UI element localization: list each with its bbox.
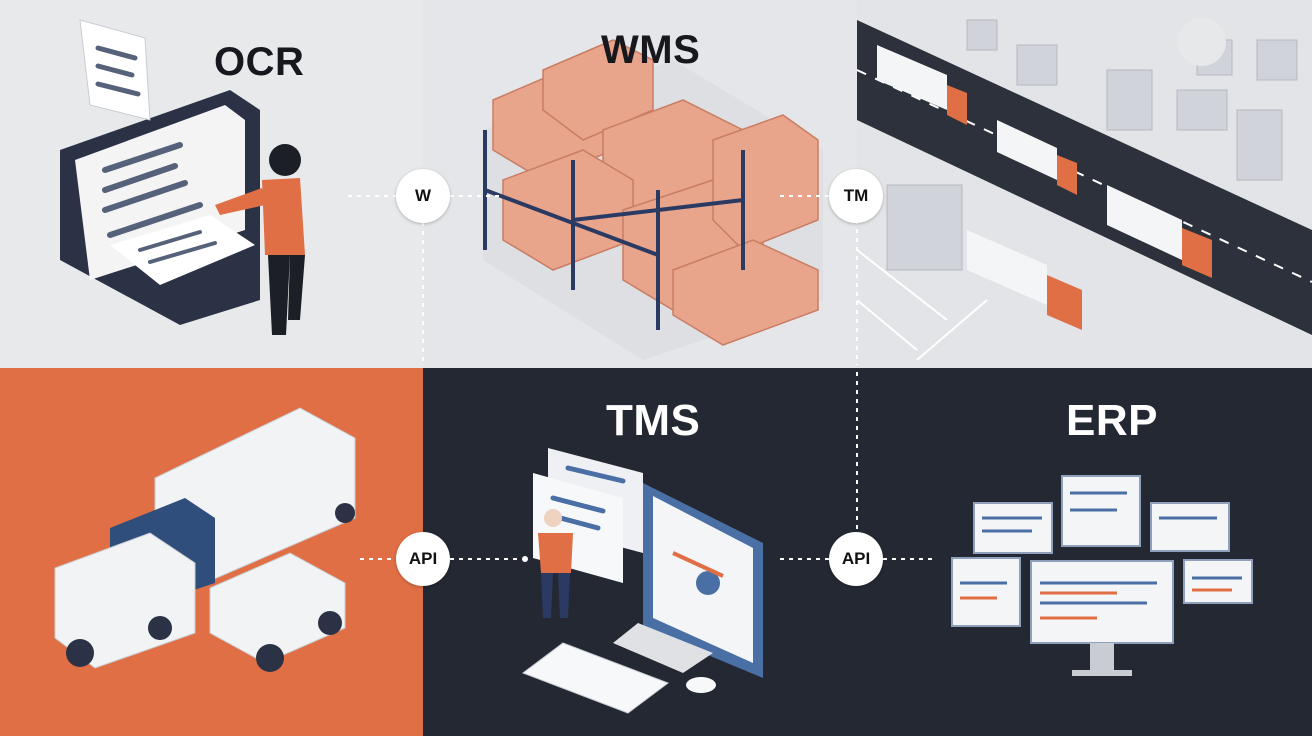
erp-title: ERP bbox=[1066, 396, 1158, 445]
fleet-panel bbox=[0, 368, 423, 736]
document-scanner-icon bbox=[60, 19, 305, 335]
erp-screens-icon bbox=[951, 475, 1253, 676]
truck-highway-map-icon bbox=[857, 18, 1312, 361]
badge-api-left: API bbox=[396, 532, 450, 586]
wms-title: WMS bbox=[601, 28, 701, 72]
ocr-title: OCR bbox=[214, 40, 305, 84]
tms-panel: TMS bbox=[423, 368, 857, 736]
tms-title: TMS bbox=[606, 396, 701, 445]
fleet-trucks-icon bbox=[54, 407, 356, 672]
badge-tm: TM bbox=[829, 169, 883, 223]
badge-api-right: API bbox=[829, 532, 883, 586]
ocr-panel: OCR bbox=[0, 0, 423, 368]
desktop-dashboard-icon bbox=[521, 448, 763, 714]
badge-w: W bbox=[396, 169, 450, 223]
logistics-map-panel bbox=[857, 0, 1312, 368]
wms-panel: WMS bbox=[423, 0, 857, 368]
warehouse-boxes-icon bbox=[483, 39, 823, 360]
erp-panel: ERP bbox=[857, 368, 1312, 736]
